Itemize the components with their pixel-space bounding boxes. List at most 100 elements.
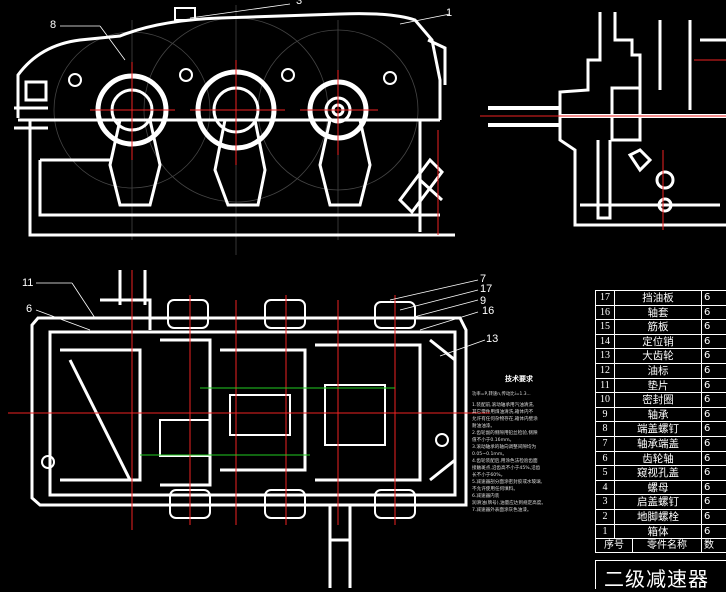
bom-no: 6 xyxy=(595,451,615,466)
bom-no: 8 xyxy=(595,422,615,436)
bom-qty: 6 xyxy=(704,423,711,435)
note-line: 0.05~0.1mm。 xyxy=(472,452,507,457)
note-line: 7.减速器外表面涂灰色油漆。 xyxy=(472,508,532,513)
bom-no: 7 xyxy=(595,436,615,451)
leader-lines xyxy=(35,3,486,357)
centerlines-red-plan xyxy=(8,270,490,530)
note-line: 1.装配前,滚动轴承用汽油清洗, xyxy=(472,403,535,408)
bom-qty: 6 xyxy=(704,350,711,362)
note-line: 接触斑点,沿齿高不小于45%,沿齿 xyxy=(472,466,541,471)
bolt-bosses xyxy=(68,7,397,87)
note-line: 长不小于60%。 xyxy=(472,473,506,478)
bom-name: 箱体 xyxy=(615,524,702,539)
bom-name: 端盖螺钉 xyxy=(615,422,702,436)
bom-name: 地脚螺栓 xyxy=(615,509,702,524)
bom-no: 1 xyxy=(595,524,615,539)
bom-no: 15 xyxy=(595,320,615,334)
bom-qty: 6 xyxy=(704,452,711,464)
bom-no: 4 xyxy=(595,480,615,495)
bom-no: 5 xyxy=(595,466,615,480)
bom-no: 16 xyxy=(595,305,615,320)
note-line: 值不小于0.16mm。 xyxy=(472,438,515,443)
bom-name: 齿轮轴 xyxy=(615,451,702,466)
bom-name: 筋板 xyxy=(615,320,702,334)
bom-no: 14 xyxy=(595,334,615,349)
callout-6: 6 xyxy=(26,303,33,315)
bom-qty: 6 xyxy=(704,321,711,333)
note-line: 其它零件用煤油清洗,箱体内不 xyxy=(472,410,534,415)
bom-name: 油标 xyxy=(615,363,702,378)
bom-name: 轴承端盖 xyxy=(615,436,702,451)
bom-qty: 6 xyxy=(704,496,711,508)
bom-name: 窥视孔盖 xyxy=(615,466,702,480)
bom-qty: 6 xyxy=(704,364,711,376)
bom-qty: 6 xyxy=(704,408,711,420)
bom-header-name: 零件名称 xyxy=(633,539,702,553)
side-view xyxy=(558,12,726,227)
note-line: 4.齿轮装配后,用涂色法检验齿面 xyxy=(472,459,538,464)
bom-qty: 6 xyxy=(704,292,711,303)
note-line: 5.减速器剖分面涂密封胶或水玻璃, xyxy=(472,480,543,485)
bom-no: 13 xyxy=(595,349,615,363)
note-line: 允许有任何杂物存在,箱体内壁涂 xyxy=(472,417,538,422)
bom-name: 定位销 xyxy=(615,334,702,349)
callout-3: 3 xyxy=(296,0,303,7)
bom-qty: 6 xyxy=(704,481,711,493)
bom-qty: 6 xyxy=(704,467,711,479)
technical-notes: 1.装配前,滚动轴承用汽油清洗, 其它零件用煤油清洗,箱体内不 允许有任何杂物存… xyxy=(472,402,600,514)
callout-17: 17 xyxy=(480,283,493,295)
bom-no: 10 xyxy=(595,393,615,407)
callout-13: 13 xyxy=(486,333,499,345)
bom-no: 3 xyxy=(595,495,615,509)
bom-no: 2 xyxy=(595,509,615,524)
bom-qty: 6 xyxy=(704,437,711,449)
bom-no: 11 xyxy=(595,378,615,393)
note-line: 3.滚动轴承的轴向调整间隙均为 xyxy=(472,445,537,450)
callout-8: 8 xyxy=(50,19,57,31)
bom-name: 挡油板 xyxy=(615,291,702,305)
callout-9: 9 xyxy=(480,295,487,307)
bom-name: 垫片 xyxy=(615,378,702,393)
note-line: 6.减速器内装 xyxy=(472,494,500,499)
bom-name: 螺母 xyxy=(615,480,702,495)
notes-subtitle: 功率=P,转速n,传动比i=1.3... xyxy=(472,392,531,397)
note-line: 润滑油(牌号),油量应达到规定高度。 xyxy=(472,501,546,506)
bom-name: 大齿轮 xyxy=(615,349,702,363)
note-line: 2.齿轮副的侧隙用铅丝检验,侧隙 xyxy=(472,431,538,436)
bom-name: 启盖螺钉 xyxy=(615,495,702,509)
drawing-title: 二级减速器 xyxy=(604,567,709,591)
callout-7: 7 xyxy=(480,273,487,285)
bom-qty: 6 xyxy=(704,335,711,347)
centerlines-green-plan xyxy=(140,387,395,456)
title-block: 二级减速器 xyxy=(595,560,726,591)
notes-title: 技术要求 xyxy=(505,375,533,383)
centerlines-red-top xyxy=(90,60,439,235)
bom-no: 9 xyxy=(595,407,615,422)
callout-1: 1 xyxy=(446,7,453,19)
bom-header-no: 序号 xyxy=(595,539,633,553)
callout-11: 11 xyxy=(22,277,34,289)
bom-qty: 6 xyxy=(704,510,711,522)
bom-qty: 6 xyxy=(704,525,711,537)
bom-name: 密封圈 xyxy=(615,393,702,407)
callout-16: 16 xyxy=(482,305,495,317)
note-line: 不允许使用任何填料。 xyxy=(472,487,518,492)
plan-view xyxy=(30,270,468,588)
